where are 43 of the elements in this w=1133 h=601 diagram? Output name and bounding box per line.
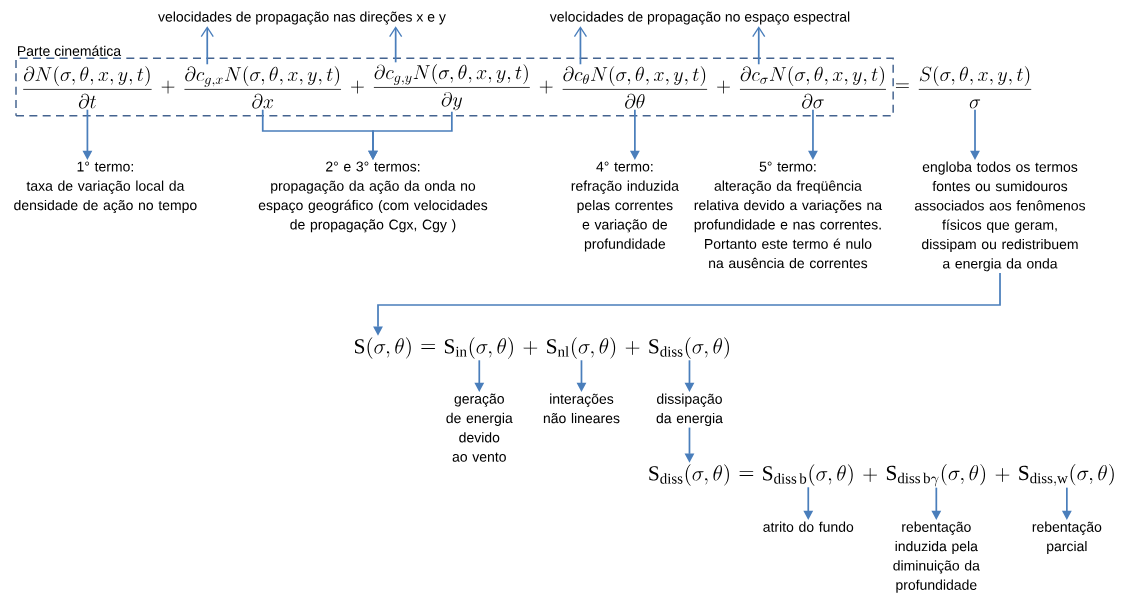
equation-term: $\frac{\partial N(\sigma,\theta,x,y,t)}{\partial t}$ [23, 65, 152, 109]
arrow [573, 26, 588, 66]
operator-sign: $+$ [161, 80, 175, 94]
operator-sign: $+$ [863, 468, 878, 482]
arrow [389, 26, 403, 64]
operator-sign: $+$ [995, 468, 1010, 482]
operator-sign: $+$ [523, 341, 538, 355]
operator-sign: $+$ [625, 341, 640, 355]
description-text: 5° termo: alteração da freqüência relativa devido a variações na profundidade e nas correntes. Portanto este termo é nulo na ausência de correntes [694, 161, 883, 269]
equation-term: $\frac{\partial c_{\sigma}N(\sigma,\theta,x,y,t)}{\partial \sigma}$ [739, 65, 886, 109]
description-text: 1° termo: taxa de variação local da densidade de ação no tempo [14, 161, 197, 213]
description-text: atrito do fundo [763, 521, 854, 532]
equation-term: $\mathrm{S}_{\mathrm{in}}(\sigma,\theta)$ [444, 337, 513, 359]
operator-sign: $=$ [739, 471, 754, 476]
equation-term: $\mathrm{S}_{\mathrm{nl}}(\sigma,\theta)$ [547, 337, 616, 359]
equation-term: $\mathrm{S}_{\mathrm{diss}}(\sigma,\theta)$ [649, 464, 729, 486]
equation-term: $\mathrm{S}_{\mathrm{diss\,b}}(\sigma,\theta)$ [763, 464, 853, 486]
equation-term: $\frac{\partial c_{\theta}N(\sigma,\theta,x,y,t)}{\partial \theta}$ [562, 65, 708, 109]
annotation-text: velocidades de propagação nas direções x e y [158, 11, 446, 25]
arrow [200, 26, 214, 66]
description-text: rebentação parcial [1032, 521, 1102, 554]
operator-sign: $+$ [717, 80, 731, 94]
equation-term: $\mathrm{S}(\sigma,\theta)$ [355, 337, 411, 359]
operator-sign: $=$ [895, 83, 909, 88]
description-text: engloba todos os termos fontes ou sumidouros associados aos fenômenos físicos que geram, dissipam ou redistribuem a energia da onda [915, 161, 1086, 272]
description-text: 4° termo: refração induzida pelas correntes e variação de profundidade [571, 161, 679, 252]
description-text: rebentação induzida pela diminuição da profundidade [893, 521, 980, 593]
operator-sign: $+$ [539, 80, 553, 94]
description-text: dissipação da energia [656, 393, 723, 426]
description-text: geração de energia devido ao vento [446, 393, 513, 462]
equation-term: $\mathrm{S}_{\mathrm{diss,w}}(\sigma,\theta)$ [1019, 463, 1114, 487]
description-text: interações não lineares [543, 393, 620, 424]
equation-term: $\mathrm{S}_{\mathrm{diss\,b}\gamma}(\sigma,\theta)$ [886, 463, 986, 487]
node-label: Parte cinemática [18, 45, 122, 57]
operator-sign: $+$ [350, 80, 364, 94]
equation-term: $\frac{S(\sigma,\theta,x,y,t)}{\sigma}$ [918, 65, 1032, 109]
operator-sign: $=$ [421, 344, 436, 349]
annotation-text: velocidades de propagação no espaço espectral [549, 11, 850, 25]
description-text: 2° e 3° termos: propagação da ação da onda no espaço geográfico (com velocidades de propagação Cgx, Cgy ) [258, 161, 488, 233]
arrow [752, 26, 766, 66]
equation-term: $\frac{\partial c_{g,x}N(\sigma,\theta,x,y,t)}{\partial x}$ [184, 65, 342, 109]
equation-term: $\mathrm{S}_{\mathrm{diss}}(\sigma,\theta)$ [649, 337, 729, 359]
equation-term: $\frac{\partial c_{g,y}N(\sigma,\theta,x,y,t)}{\partial y}$ [373, 63, 530, 111]
